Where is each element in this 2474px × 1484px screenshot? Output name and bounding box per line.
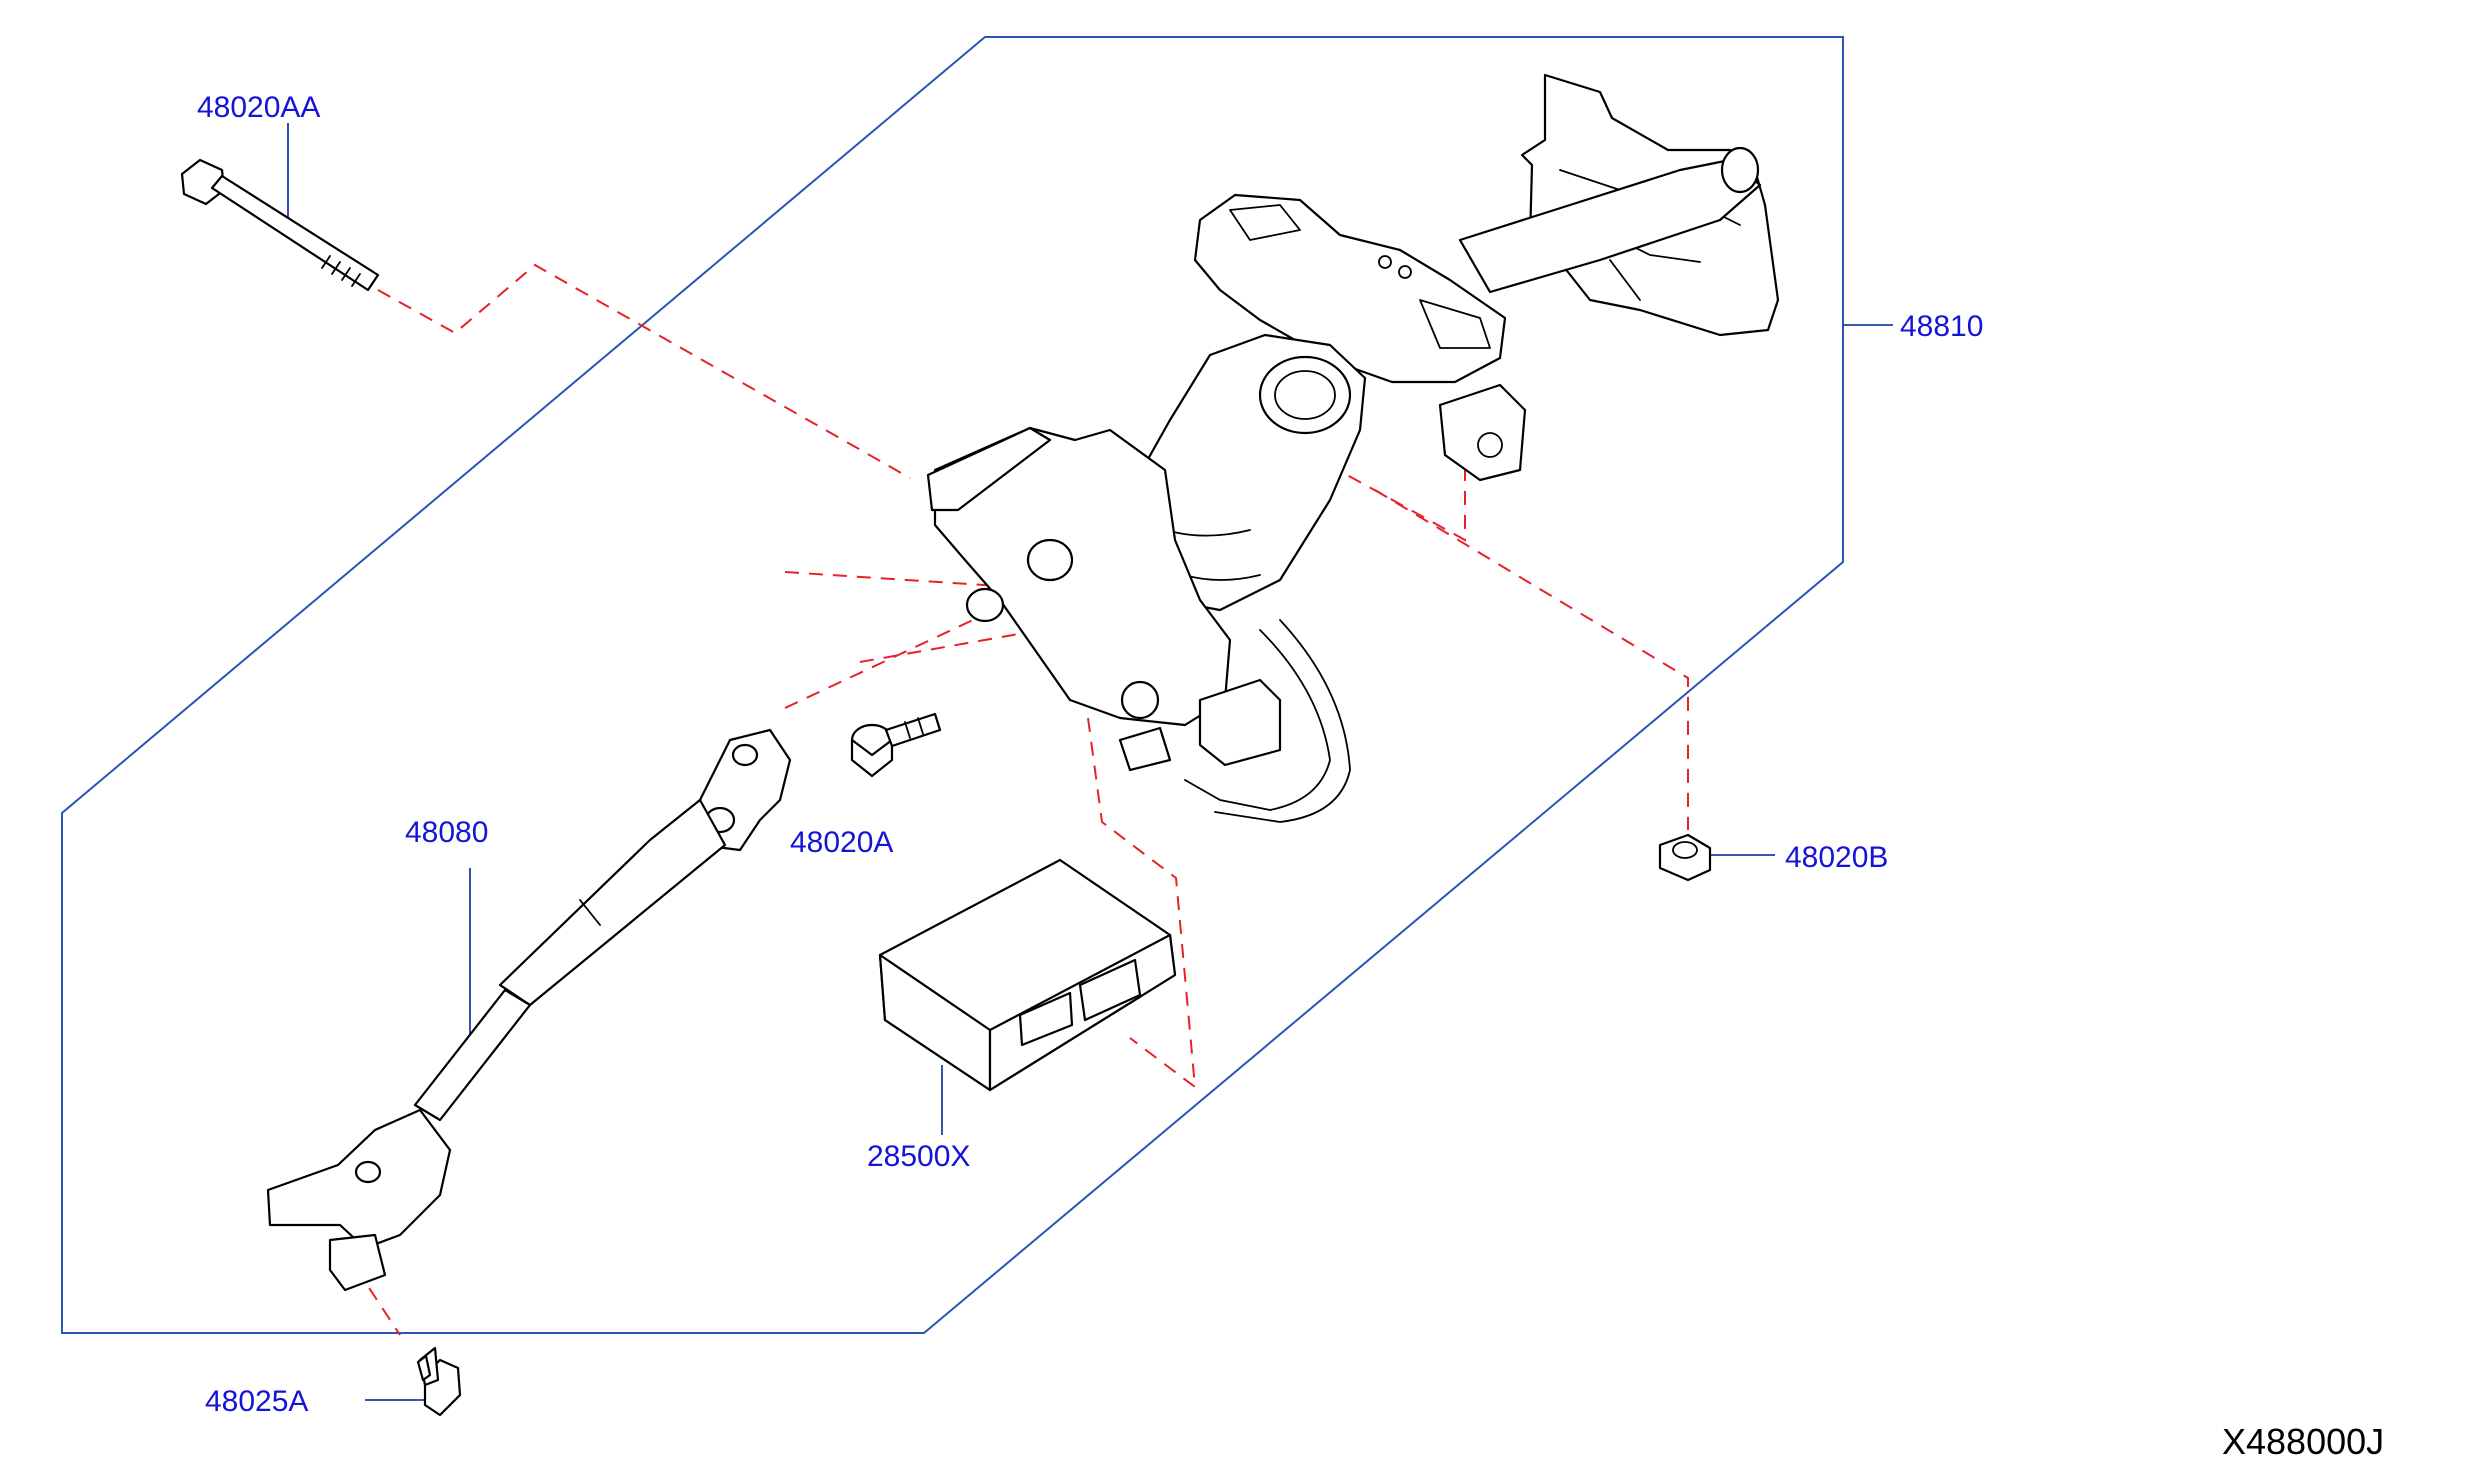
intermediate-shaft-48080 [266,728,792,1292]
callout-48025A: 48025A [205,1385,309,1418]
assembly-frame [61,36,1844,1334]
callout-28500X: 28500X [867,1140,971,1173]
callout-48810: 48810 [1900,310,1984,343]
long-bolt-48020AA [180,158,380,292]
steering-column-48810 [926,73,1780,823]
drawing-code: X488000J [2222,1421,2385,1462]
callout-48020AA: 48020AA [197,91,321,124]
callout-48020A: 48020A [790,826,894,859]
bolt-48025A [416,1346,462,1417]
callout-48020B: 48020B [1785,841,1889,874]
bolt-48020A [850,712,942,778]
control-module-28500X [878,858,1177,1092]
callout-48080: 48080 [405,816,489,849]
nut-48020B [1658,833,1712,882]
